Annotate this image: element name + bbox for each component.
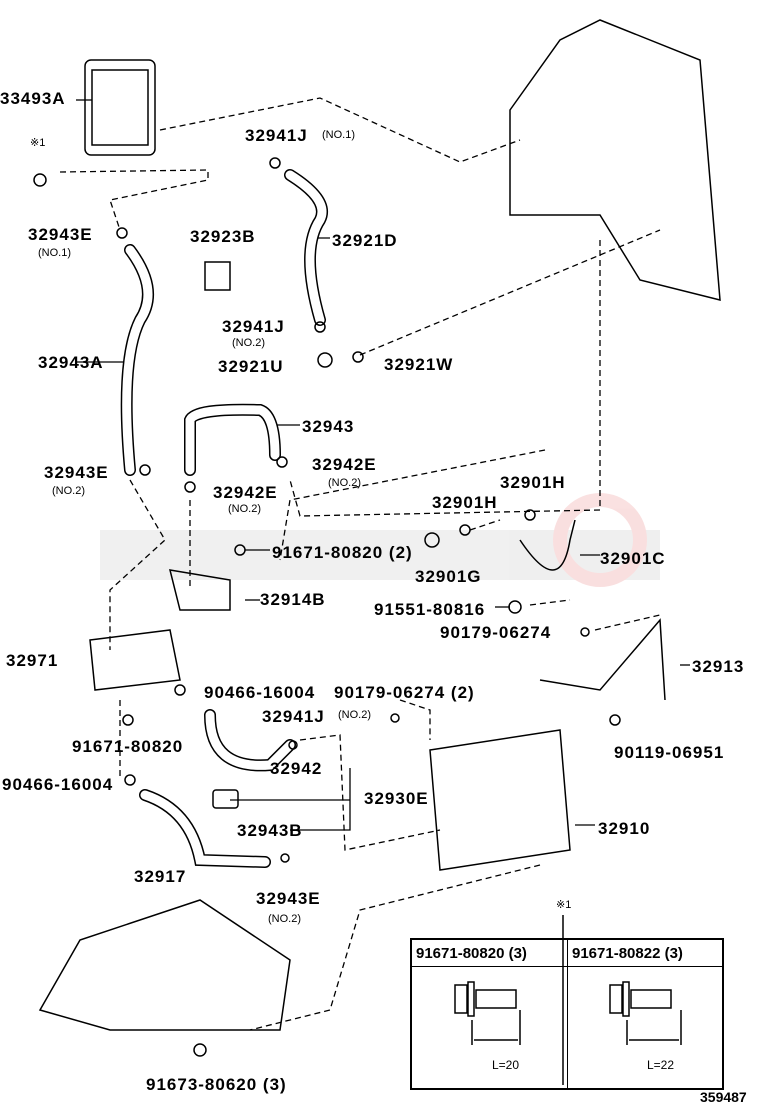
part-label: 32930E	[364, 789, 429, 808]
duct-32917	[38, 899, 291, 1031]
part-label: 32921W	[384, 355, 454, 374]
part-label: 32901C	[600, 549, 666, 568]
part-label: 32914B	[260, 590, 326, 609]
leader-lines	[59, 97, 661, 1031]
bracket-32913	[539, 618, 666, 701]
part-label: 91671-80820	[72, 737, 184, 756]
part-label: 32943E	[28, 225, 93, 244]
part-label: 32921U	[218, 357, 284, 376]
thermostat-32971	[89, 629, 181, 691]
oil-cooler-33493A	[84, 59, 156, 156]
part-label: 32943E	[44, 463, 109, 482]
part-label: 90466-16004	[2, 775, 114, 794]
bolt-part-number: 91671-80822 (3)	[572, 945, 683, 962]
part-label: 91671-80820 (2)	[272, 543, 413, 562]
part-label: 90119-06951	[614, 743, 725, 762]
part-label: 33493A	[0, 89, 66, 108]
part-label: 90179-06274 (2)	[334, 683, 475, 702]
part-note: (NO.2)	[52, 485, 85, 497]
clamp-32930E	[212, 789, 239, 809]
part-note: (NO.2)	[228, 503, 261, 515]
part-note: (NO.2)	[268, 913, 301, 925]
part-label: 32942	[270, 759, 323, 778]
part-label: 32941J	[245, 126, 308, 145]
part-label: 90179-06274	[440, 623, 552, 642]
part-label: 32943A	[38, 353, 104, 372]
label-leaders	[75, 99, 690, 831]
part-label: 32941J	[222, 317, 285, 336]
part-note: (NO.1)	[322, 129, 355, 141]
part-label: 32901H	[500, 473, 566, 492]
part-label: 32971	[6, 651, 59, 670]
clamp-32923B	[204, 261, 231, 291]
part-note: (NO.1)	[38, 247, 71, 259]
part-label: 32913	[692, 657, 745, 676]
bolt-part-number: 91671-80820 (3)	[416, 945, 527, 962]
part-label: 32943E	[256, 889, 321, 908]
part-note: (NO.2)	[232, 337, 265, 349]
part-label: 91551-80816	[374, 600, 486, 619]
part-note: (NO.2)	[328, 477, 361, 489]
table-divider	[567, 940, 568, 1088]
bolt-illustrations	[454, 981, 682, 1045]
cooler-32910	[429, 729, 571, 871]
bolt	[33, 173, 47, 187]
bracket-32914B	[168, 569, 231, 611]
part-label: 32941J	[262, 707, 325, 726]
part-note: (NO.2)	[338, 709, 371, 721]
part-label: 32901H	[432, 493, 498, 512]
part-label: 90466-16004	[204, 683, 316, 702]
part-label: 32917	[134, 867, 187, 886]
bolt-length: L=20	[492, 1058, 520, 1072]
diagram-number: 359487	[700, 1089, 747, 1105]
parts	[33, 19, 721, 1085]
part-label: 32921D	[332, 231, 398, 250]
part-label: 32910	[598, 819, 651, 838]
note-mark: ※1	[30, 137, 46, 149]
part-label: 32942E	[213, 483, 278, 502]
engine-block	[509, 19, 721, 301]
pipe-32901C	[519, 519, 576, 571]
part-label: 91673-80620 (3)	[146, 1075, 287, 1094]
part-label: 32901G	[415, 567, 482, 586]
part-label: 32943	[302, 417, 355, 436]
part-label: 32923B	[190, 227, 256, 246]
part-label: 32942E	[312, 455, 377, 474]
note-mark: ※1	[556, 899, 572, 911]
bolt-variant-table: 91671-80820 (3) 91671-80822 (3) L=20 L=2…	[410, 938, 724, 1090]
bolt-length: L=22	[647, 1058, 675, 1072]
watermark	[100, 493, 660, 587]
part-label: 32943B	[237, 821, 303, 840]
